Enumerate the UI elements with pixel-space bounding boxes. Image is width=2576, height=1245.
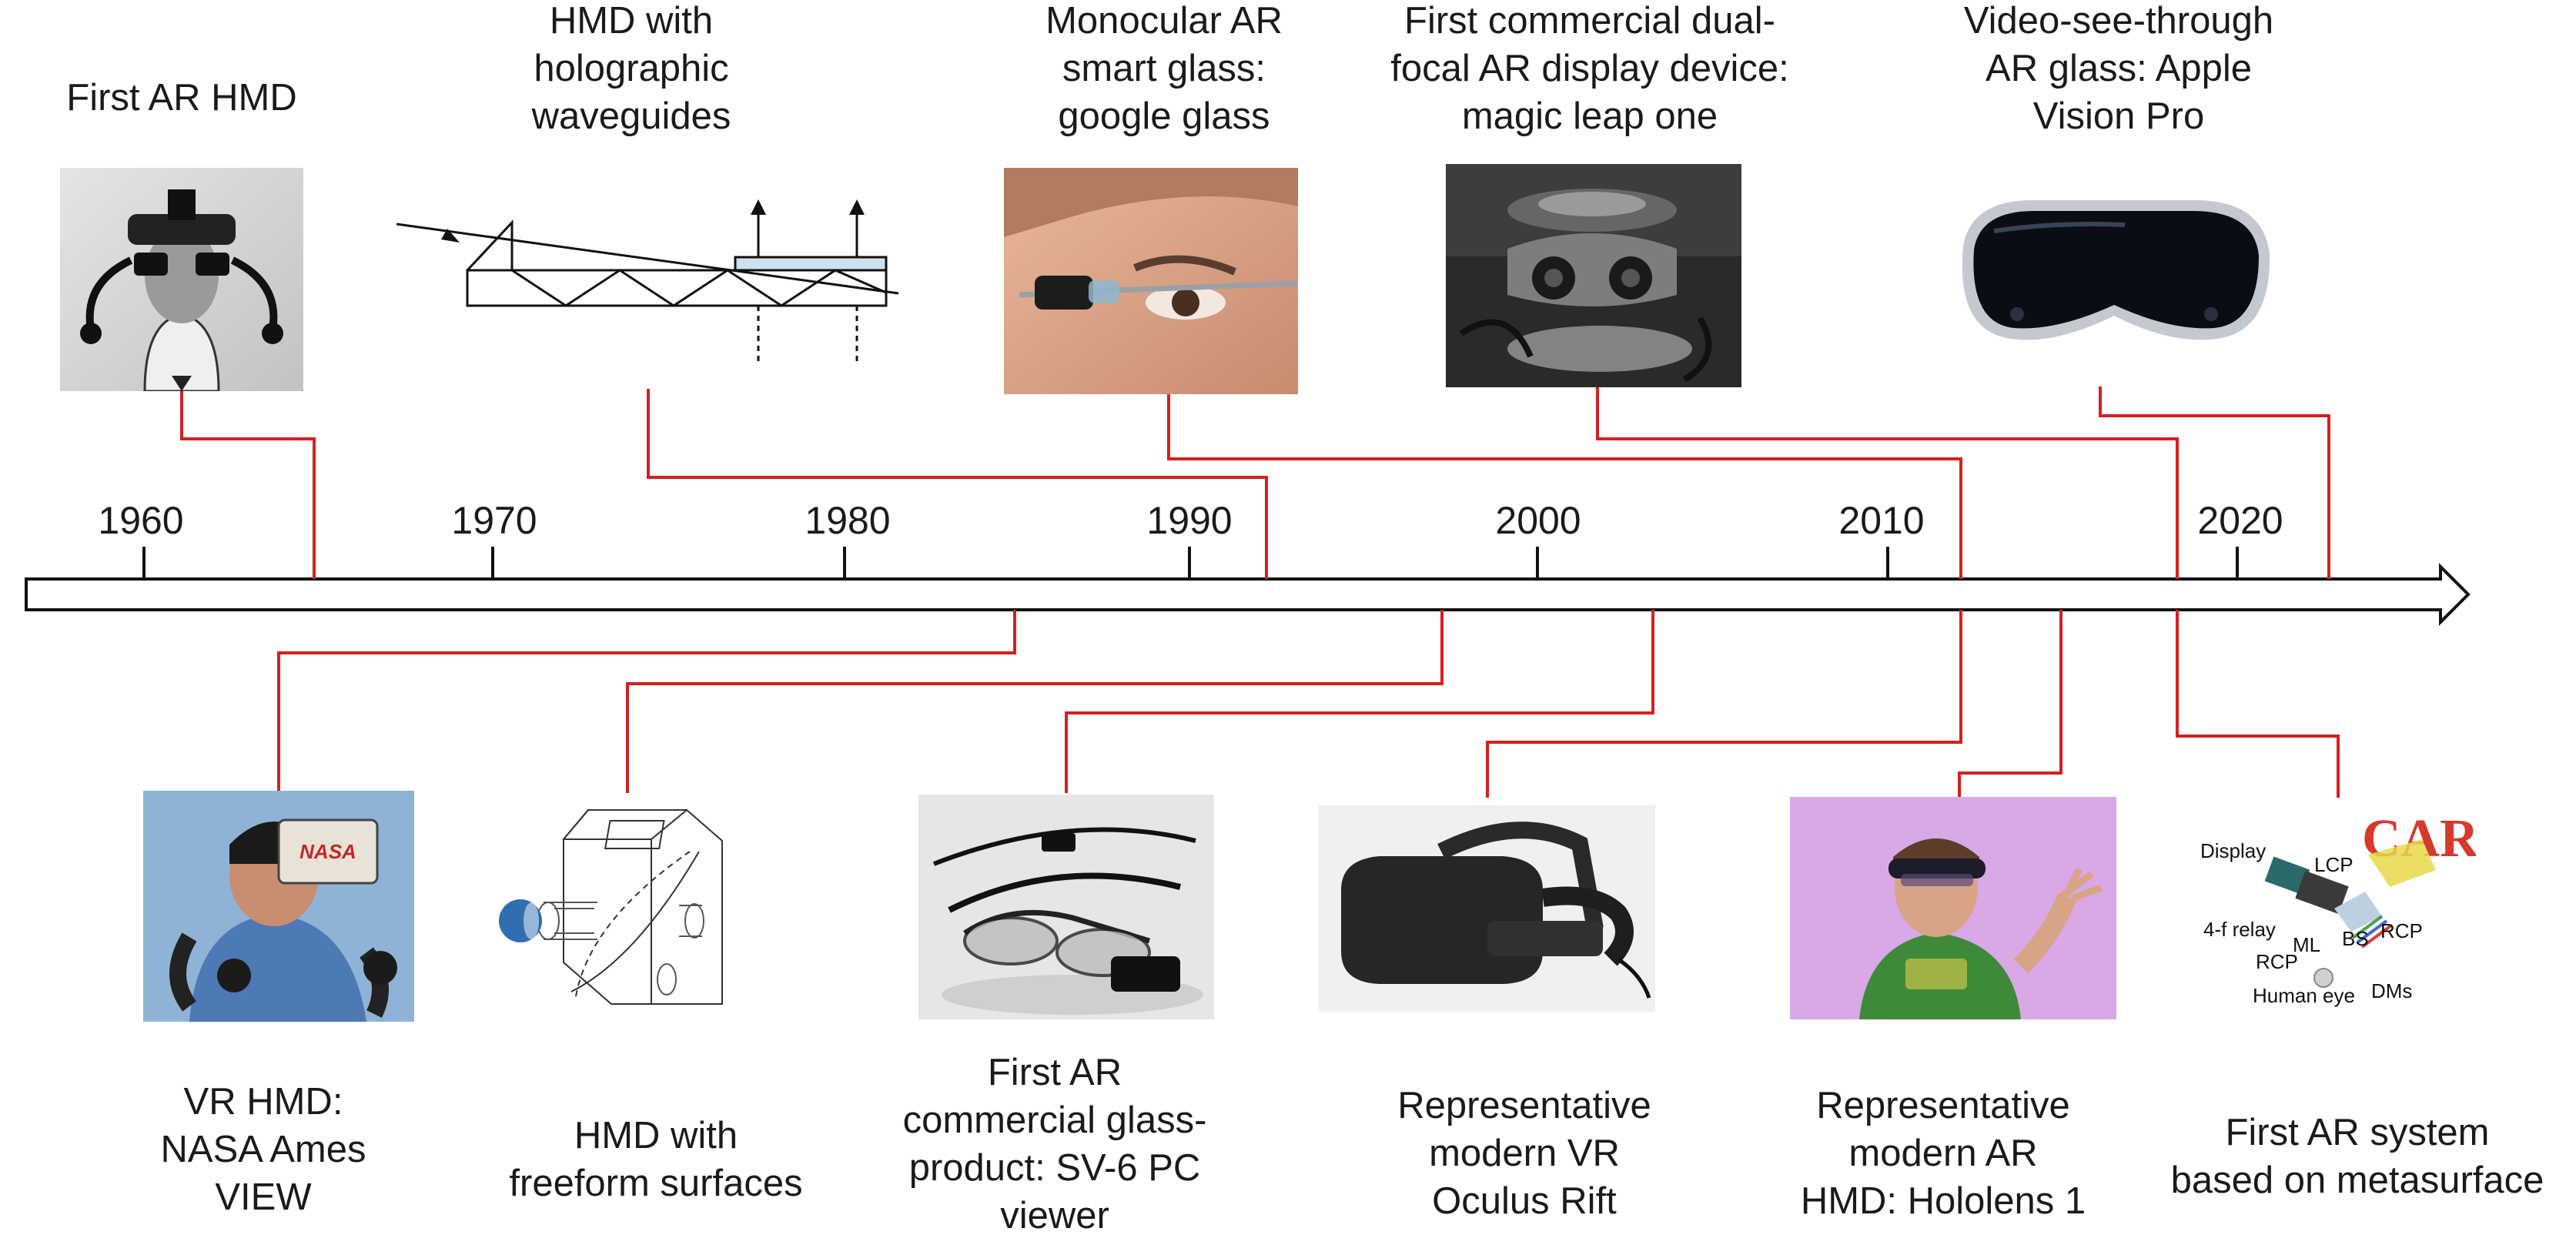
connector-hololens (1958, 610, 2062, 798)
label-lcp: LCP (2314, 853, 2354, 876)
connector-metasurface (2176, 610, 2340, 798)
connector-google-glass (1167, 394, 1962, 579)
caption-hololens: Representative modern AR HMD: Hololens 1 (1800, 1085, 2086, 1222)
caption-metasurface: First AR system based on metasurface (2170, 1112, 2544, 1201)
vision-pro-photo (1940, 177, 2288, 371)
label-human-eye: Human eye (2253, 984, 2355, 1007)
connector-nasa-view (277, 610, 1016, 792)
caption-first-ar-hmd: First AR HMD (66, 77, 297, 119)
freeform-prism-diagram (497, 805, 728, 1009)
year-label-2000: 2000 (1495, 499, 1581, 542)
sv6-viewer-photo (918, 795, 1214, 1019)
caption-vision-pro: Video-see-through AR glass: Apple Vision… (1963, 0, 2274, 137)
nasa-badge-text: NASA (299, 840, 356, 863)
year-ticks (142, 547, 2239, 579)
connectors (180, 387, 2340, 798)
nasa-view-photo: NASA (143, 791, 414, 1022)
timeline-arrow (25, 563, 2471, 626)
label-rcp-left: RCP (2256, 950, 2298, 973)
year-label-1960: 1960 (98, 499, 184, 542)
connector-freeform (626, 610, 1444, 793)
label-ml: ML (2293, 933, 2320, 956)
hololens-photo (1790, 797, 2116, 1019)
label-rcp-right: RCP (2380, 919, 2423, 942)
connector-holographic-waveguide (647, 389, 1268, 579)
first-ar-hmd-photo (60, 168, 303, 391)
caption-magic-leap: First commercial dual- focal AR display … (1390, 0, 1789, 137)
caption-freeform: HMD with freeform surfaces (509, 1115, 803, 1204)
waveguide-diagram (389, 196, 912, 366)
connector-oculus (1486, 610, 1962, 798)
caption-sv6: First AR commercial glass- product: SV-6… (902, 1052, 1207, 1237)
year-label-1990: 1990 (1146, 499, 1233, 542)
caption-oculus: Representative modern VR Oculus Rift (1397, 1085, 1651, 1222)
label-bs: BS (2342, 927, 2369, 950)
year-label-1970: 1970 (451, 499, 537, 542)
caption-google-glass: Monocular AR smart glass: google glass (1045, 0, 1283, 137)
google-glass-photo (1004, 168, 1298, 394)
year-label-2020: 2020 (2197, 499, 2283, 542)
caption-nasa-view: VR HMD: NASA Ames VIEW (160, 1081, 366, 1218)
magic-leap-photo (1446, 164, 1741, 387)
label-dms: DMs (2371, 979, 2412, 1002)
label-4f-relay: 4-f relay (2203, 918, 2276, 941)
connector-vision-pro (2099, 387, 2330, 579)
connector-magic-leap (1596, 387, 2179, 579)
connector-sv6 (1065, 610, 1654, 793)
caption-holographic-waveguide-hmd: HMD with holographic waveguides (531, 0, 731, 137)
label-display: Display (2200, 839, 2266, 862)
connector-first-ar-hmd (180, 391, 316, 579)
metasurface-ar-diagram: CAR Display LCP 4-f relay ML BS RCP RCP … (2191, 801, 2476, 1016)
oculus-rift-photo (1318, 805, 1655, 1012)
year-label-2010: 2010 (1838, 499, 1925, 542)
year-label-1980: 1980 (805, 499, 891, 542)
